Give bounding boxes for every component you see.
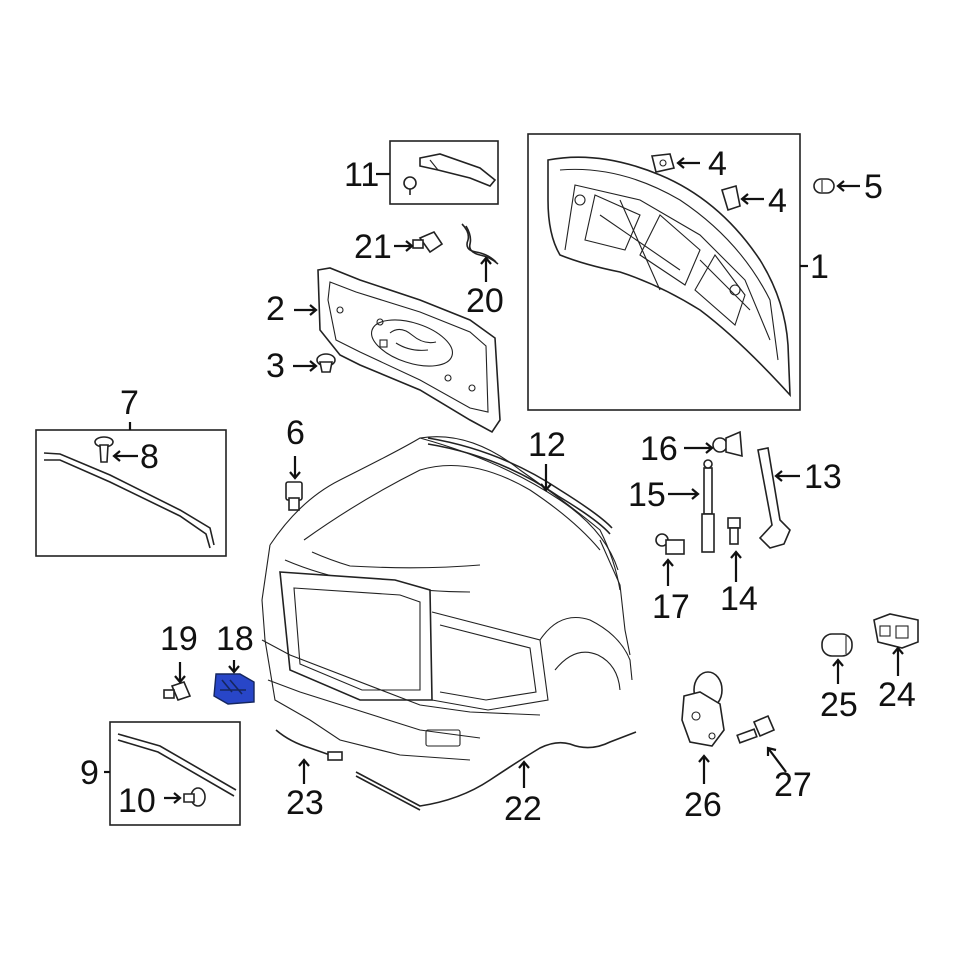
callout-26: 26 (684, 786, 722, 824)
hinge-13 (757, 447, 791, 549)
callout-2: 2 (266, 290, 285, 328)
callout-4-upper: 4 (708, 145, 727, 183)
callout-22: 22 (504, 790, 542, 828)
bumper-bracket (403, 153, 497, 195)
callout-8: 8 (140, 438, 159, 476)
hood-bumper-upper (651, 153, 676, 173)
hood-cap (813, 178, 835, 194)
callout-6: 6 (286, 414, 305, 452)
callout-14: 14 (720, 580, 758, 618)
callout-3: 3 (266, 347, 285, 385)
latch-bracket-18 (213, 673, 255, 705)
truck-front (261, 436, 633, 761)
callout-12: 12 (528, 426, 566, 464)
hood-bumper-lower (721, 184, 741, 212)
callout-13: 13 (804, 458, 842, 496)
prop-rod-20 (461, 223, 499, 265)
callout-15: 15 (628, 476, 666, 514)
hood-panel (547, 156, 791, 398)
callout-17: 17 (652, 588, 690, 626)
hood-panel-box (527, 133, 801, 411)
bolt-19 (163, 681, 192, 701)
pin-10 (183, 787, 206, 807)
latch-24 (873, 613, 919, 649)
callout-16: 16 (640, 430, 678, 468)
push-pin-3 (316, 353, 336, 373)
bolt-21 (412, 231, 444, 254)
bumper-box (389, 140, 499, 205)
callout-20: 20 (466, 282, 504, 320)
callout-10: 10 (118, 782, 156, 820)
callout-21: 21 (354, 228, 392, 266)
callout-5: 5 (864, 168, 883, 206)
callout-4-lower: 4 (768, 182, 787, 220)
latch-26 (681, 671, 725, 747)
callout-19: 19 (160, 620, 198, 658)
callout-18: 18 (216, 620, 254, 658)
callout-24: 24 (878, 676, 916, 714)
callout-7: 7 (120, 384, 139, 422)
bolt-27 (736, 714, 776, 744)
release-cable-22 (355, 731, 637, 811)
seal-box (109, 721, 241, 826)
hood-weatherstrip (43, 452, 215, 549)
callout-23: 23 (286, 784, 324, 822)
gas-strut-15 (701, 459, 715, 553)
clip-16 (712, 430, 743, 458)
callout-27: 27 (774, 766, 812, 804)
release-cable-23 (275, 729, 343, 761)
bolt-14 (727, 517, 741, 545)
clip-8 (94, 436, 114, 463)
callout-25: 25 (820, 686, 858, 724)
hood-insulator (317, 267, 501, 434)
grommet-6 (285, 481, 303, 511)
callout-1: 1 (810, 248, 829, 286)
bumper-seal (117, 733, 237, 797)
leader-arrows (104, 157, 904, 804)
callout-9: 9 (80, 754, 99, 792)
stud-17 (655, 533, 685, 555)
callout-11: 11 (344, 156, 379, 194)
cap-25 (821, 633, 853, 657)
